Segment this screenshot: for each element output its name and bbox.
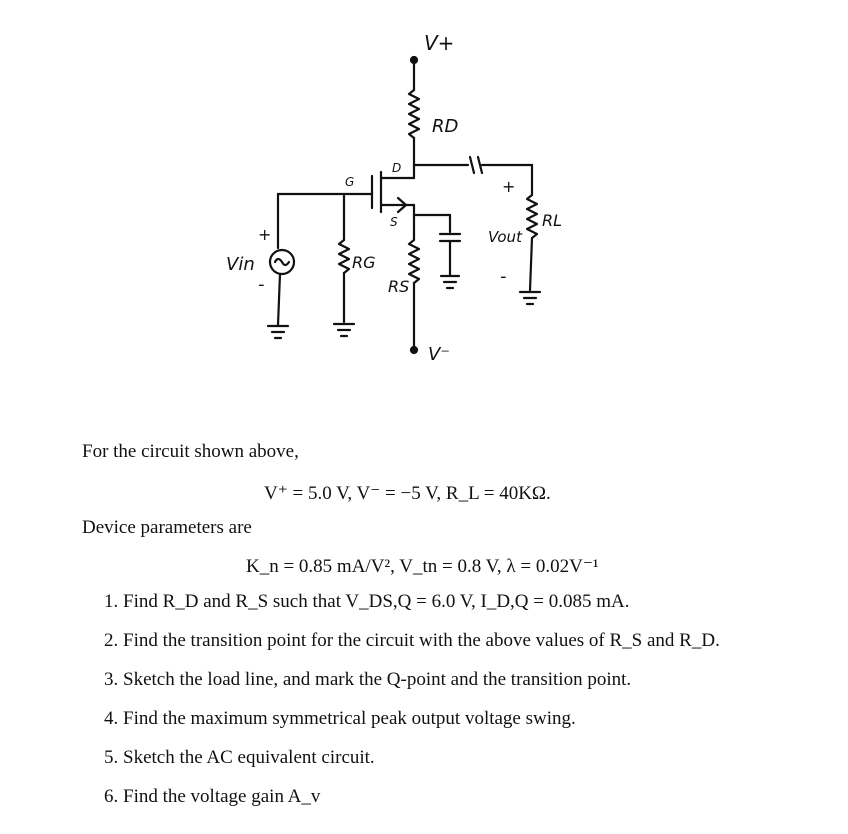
task-item: 3. Sketch the load line, and mark the Q-… (104, 669, 632, 690)
task-item: 1. Find R_D and R_S such that V_DS,Q = 6… (104, 591, 630, 612)
task-item: 6. Find the voltage gain A_v (104, 786, 321, 807)
drain-label: D (392, 161, 401, 175)
gate-label: G (345, 175, 354, 189)
rd-label: RD (432, 116, 458, 137)
rs-resistor (407, 238, 421, 285)
vout-minus-label: - (500, 266, 507, 287)
rs-label: RS (388, 277, 409, 296)
device-heading: Device parameters are (82, 517, 252, 538)
source-label: S (390, 215, 398, 229)
task-item: 5. Sketch the AC equivalent circuit. (104, 747, 375, 768)
rd-resistor (407, 88, 421, 140)
vin-source (268, 248, 296, 276)
vout-plus-label: + (502, 177, 515, 196)
rl-label: RL (542, 211, 562, 230)
vin-label: Vin (226, 254, 255, 275)
vin-plus-label: + (258, 225, 271, 244)
intro-text: For the circuit shown above, (82, 441, 299, 462)
ground-vin (266, 324, 290, 340)
ground-rg (332, 322, 356, 338)
ground-cs (439, 274, 461, 290)
vminus-terminal (409, 345, 419, 355)
vplus-label: V+ (424, 31, 454, 55)
task-list: 1. Find R_D and R_S such that V_DS,Q = 6… (82, 590, 842, 824)
ground-rl (518, 290, 542, 306)
rg-resistor (337, 238, 351, 275)
task-item: 2. Find the transition point for the cir… (104, 630, 720, 651)
output-capacitor (468, 155, 484, 175)
vout-label: Vout (488, 228, 523, 246)
task-item: 4. Find the maximum symmetrical peak out… (104, 708, 576, 729)
vin-minus-label: - (258, 274, 265, 295)
circuit-diagram: V+ RD RG RS RL Vin Vout V⁻ G D S + - + - (226, 31, 562, 365)
device-equation: K_n = 0.85 mA/V², V_tn = 0.8 V, λ = 0.02… (246, 556, 599, 577)
rg-label: RG (352, 253, 376, 272)
supply-equation: V⁺ = 5.0 V, V⁻ = −5 V, R_L = 40KΩ. (264, 483, 551, 504)
rl-resistor (525, 193, 539, 240)
vminus-label: V⁻ (428, 344, 450, 365)
